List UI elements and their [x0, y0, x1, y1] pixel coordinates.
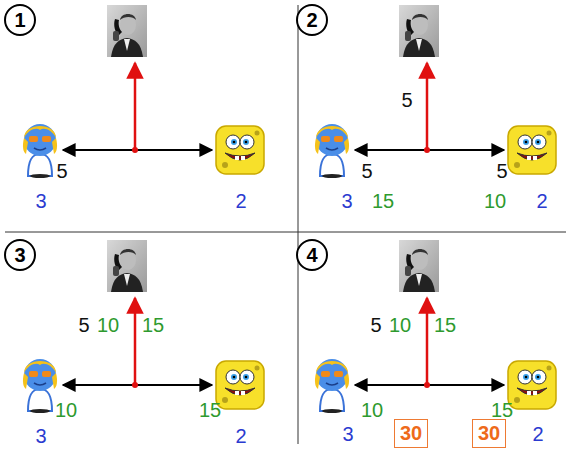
count-number: 2 — [536, 190, 547, 212]
count-number: 2 — [235, 425, 246, 447]
amount-number: 5 — [361, 160, 372, 182]
panel-number: 4 — [296, 239, 328, 271]
panel-number-text: 4 — [306, 244, 317, 267]
amount-number: 5 — [370, 314, 381, 336]
value-number: 10 — [484, 190, 506, 212]
count-number: 3 — [35, 190, 46, 212]
count-number: 2 — [532, 423, 543, 445]
amount-number: 5 — [78, 314, 89, 336]
value-number: 15 — [434, 314, 456, 336]
value-number: 10 — [97, 314, 119, 336]
amount-number: 5 — [56, 160, 67, 182]
count-number: 3 — [342, 423, 353, 445]
panel-number-text: 2 — [306, 9, 317, 32]
panel-figure — [315, 240, 556, 413]
panel-number: 1 — [4, 4, 36, 36]
panel-figure — [23, 240, 264, 413]
panel-figure — [23, 5, 264, 178]
count-number: 3 — [341, 190, 352, 212]
panel-number-text: 3 — [14, 244, 25, 267]
total-value: 30 — [400, 422, 422, 445]
amount-number: 5 — [496, 160, 507, 182]
value-number: 15 — [142, 314, 164, 336]
total-box: 30 — [472, 419, 506, 448]
amount-number: 5 — [401, 89, 412, 111]
value-number: 15 — [372, 190, 394, 212]
panel-figure — [315, 5, 556, 178]
value-number: 15 — [491, 399, 513, 421]
panel-number: 2 — [296, 4, 328, 36]
count-number: 2 — [235, 190, 246, 212]
value-number: 15 — [199, 399, 221, 421]
value-number: 10 — [361, 399, 383, 421]
count-number: 3 — [35, 425, 46, 447]
value-number: 10 — [389, 314, 411, 336]
panel-number: 3 — [4, 239, 36, 271]
panel-number-text: 1 — [14, 9, 25, 32]
total-box: 30 — [394, 419, 428, 448]
value-number: 10 — [55, 399, 77, 421]
total-value: 30 — [478, 422, 500, 445]
